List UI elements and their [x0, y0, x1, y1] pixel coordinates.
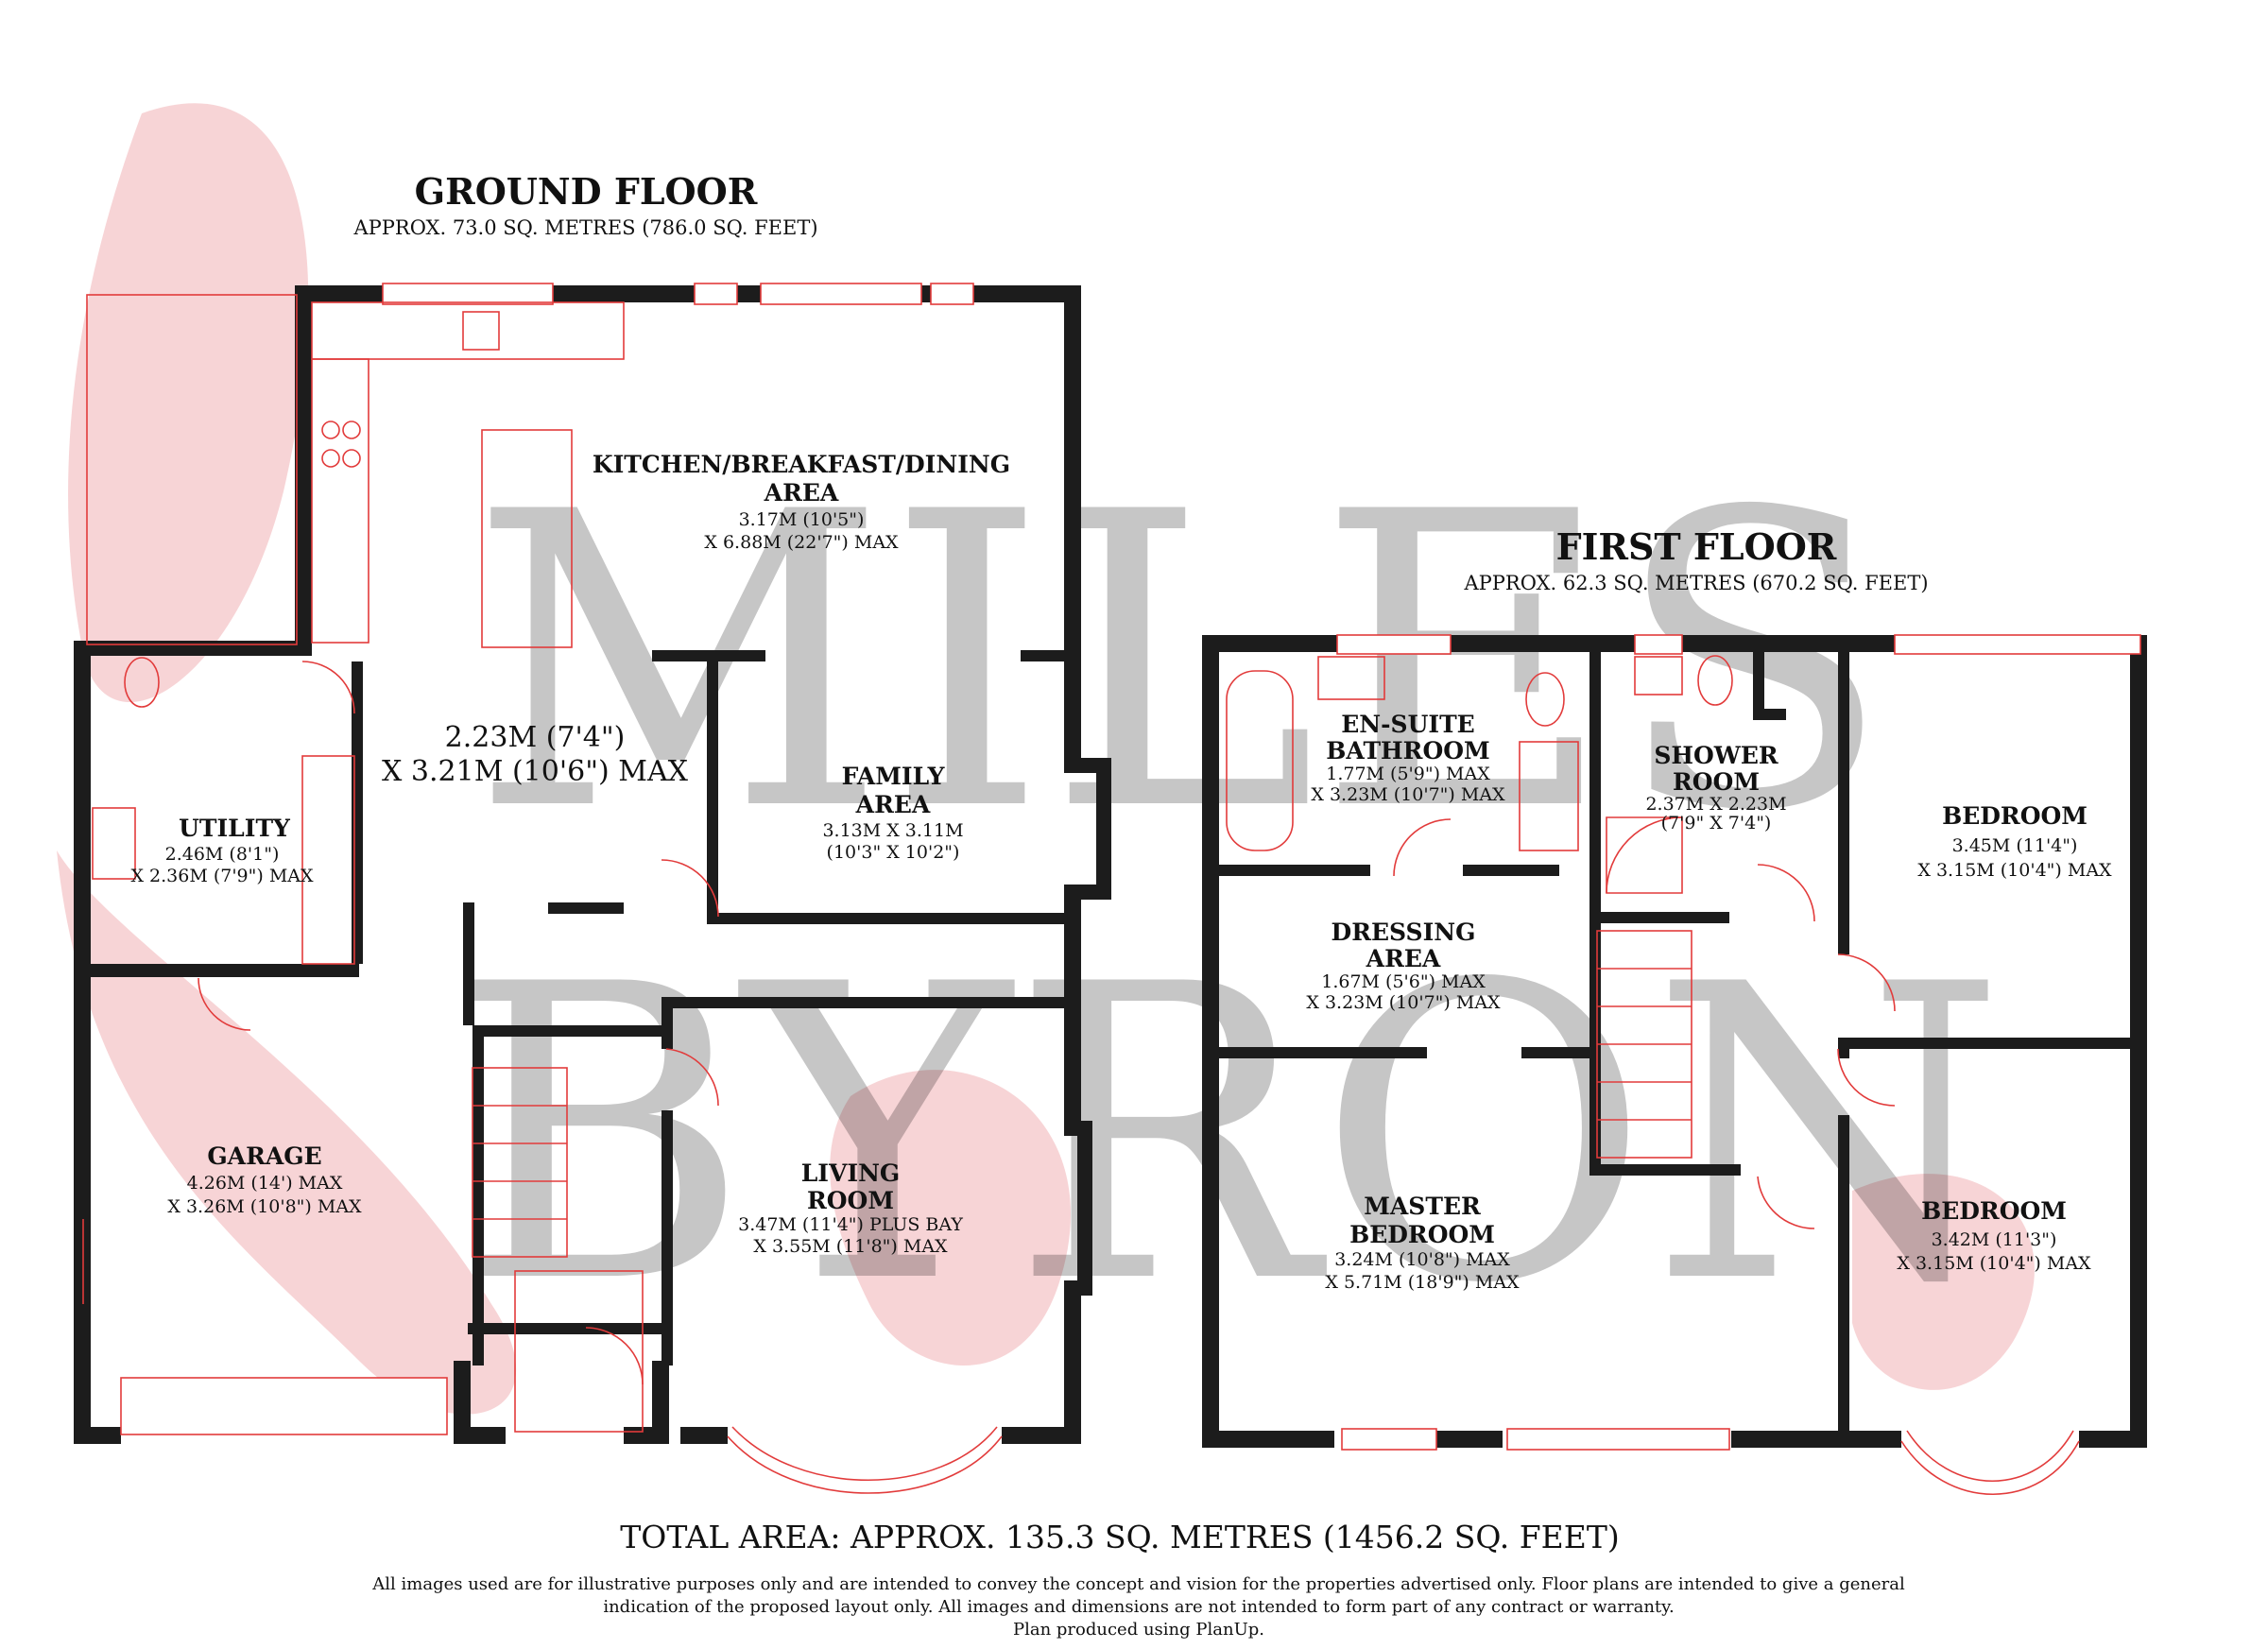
ground-floor-plan	[74, 283, 1111, 1494]
living-name-1: LIVING	[801, 1159, 901, 1187]
living-name-2: ROOM	[807, 1187, 894, 1214]
kitchen-name-2: AREA	[764, 479, 839, 507]
ensuite-name-2: BATHROOM	[1326, 737, 1489, 764]
disclaimer-line-3: Plan produced using PlanUp.	[1013, 1620, 1264, 1640]
bedroom-front-dim-2: X 3.15M (10'4") MAX	[1897, 1253, 2091, 1274]
living-dim-1: 3.47M (11'4") PLUS BAY	[738, 1214, 963, 1235]
dressing-name-2: AREA	[1366, 945, 1441, 972]
ground-floor-title: GROUND FLOOR	[415, 170, 758, 213]
master-dim-1: 3.24M (10'8") MAX	[1334, 1249, 1510, 1270]
shower-dim-2: (7'9" X 7'4")	[1661, 813, 1772, 833]
dining-dim-2: X 3.21M (10'6") MAX	[382, 755, 689, 788]
utility-dim-2: X 2.36M (7'9") MAX	[130, 866, 314, 886]
ground-floor-area: APPROX. 73.0 SQ. METRES (786.0 SQ. FEET)	[352, 216, 817, 239]
dressing-dim-1: 1.67M (5'6") MAX	[1321, 971, 1486, 992]
family-name-2: AREA	[855, 791, 931, 818]
family-dim-1: 3.13M X 3.11M	[822, 820, 963, 841]
first-floor-title: FIRST FLOOR	[1556, 525, 1837, 568]
shower-name-1: SHOWER	[1654, 742, 1778, 769]
dining-dim-1: 2.23M (7'4")	[445, 721, 626, 754]
kitchen-dim-1: 3.17M (10'5")	[739, 509, 865, 530]
bedroom-front-name: BEDROOM	[1921, 1197, 2067, 1225]
living-dim-2: X 3.55M (11'8") MAX	[753, 1236, 948, 1257]
watermark-line-2: BYRON	[452, 900, 2006, 1372]
shower-dim-1: 2.37M X 2.23M	[1645, 794, 1786, 815]
ensuite-name-1: EN-SUITE	[1341, 711, 1475, 738]
bedroom-rear-dim-2: X 3.15M (10'4") MAX	[1917, 860, 2112, 881]
logo-background	[57, 103, 2035, 1415]
master-name-2: BEDROOM	[1349, 1221, 1495, 1248]
shower-name-2: ROOM	[1673, 768, 1760, 796]
family-name-1: FAMILY	[842, 763, 946, 790]
bedroom-front-dim-1: 3.42M (11'3")	[1932, 1229, 2057, 1250]
total-area: TOTAL AREA: APPROX. 135.3 SQ. METRES (14…	[620, 1519, 1619, 1555]
dressing-name-1: DRESSING	[1332, 919, 1476, 946]
disclaimer-line-1: All images used are for illustrative pur…	[371, 1574, 1905, 1594]
first-floor-area: APPROX. 62.3 SQ. METRES (670.2 SQ. FEET)	[1463, 572, 1928, 594]
master-dim-2: X 5.71M (18'9") MAX	[1325, 1272, 1520, 1293]
ensuite-dim-2: X 3.23M (10'7") MAX	[1311, 784, 1505, 805]
master-name-1: MASTER	[1364, 1193, 1481, 1220]
garage-dim-1: 4.26M (14') MAX	[187, 1173, 343, 1194]
utility-name: UTILITY	[179, 815, 291, 842]
ensuite-dim-1: 1.77M (5'9") MAX	[1326, 764, 1490, 784]
family-dim-2: (10'3" X 10'2")	[827, 842, 960, 863]
bedroom-rear-dim-1: 3.45M (11'4")	[1952, 835, 2078, 856]
disclaimer-line-2: indication of the proposed layout only. …	[603, 1597, 1674, 1617]
dressing-dim-2: X 3.23M (10'7") MAX	[1306, 992, 1501, 1013]
garage-dim-2: X 3.26M (10'8") MAX	[167, 1196, 362, 1217]
first-floor-plan	[1202, 634, 2147, 1495]
kitchen-dim-2: X 6.88M (22'7") MAX	[704, 532, 899, 553]
bedroom-rear-name: BEDROOM	[1942, 802, 2088, 830]
utility-dim-1: 2.46M (8'1")	[165, 844, 280, 865]
kitchen-name-1: KITCHEN/BREAKFAST/DINING	[593, 451, 1010, 478]
garage-name: GARAGE	[207, 1142, 321, 1170]
